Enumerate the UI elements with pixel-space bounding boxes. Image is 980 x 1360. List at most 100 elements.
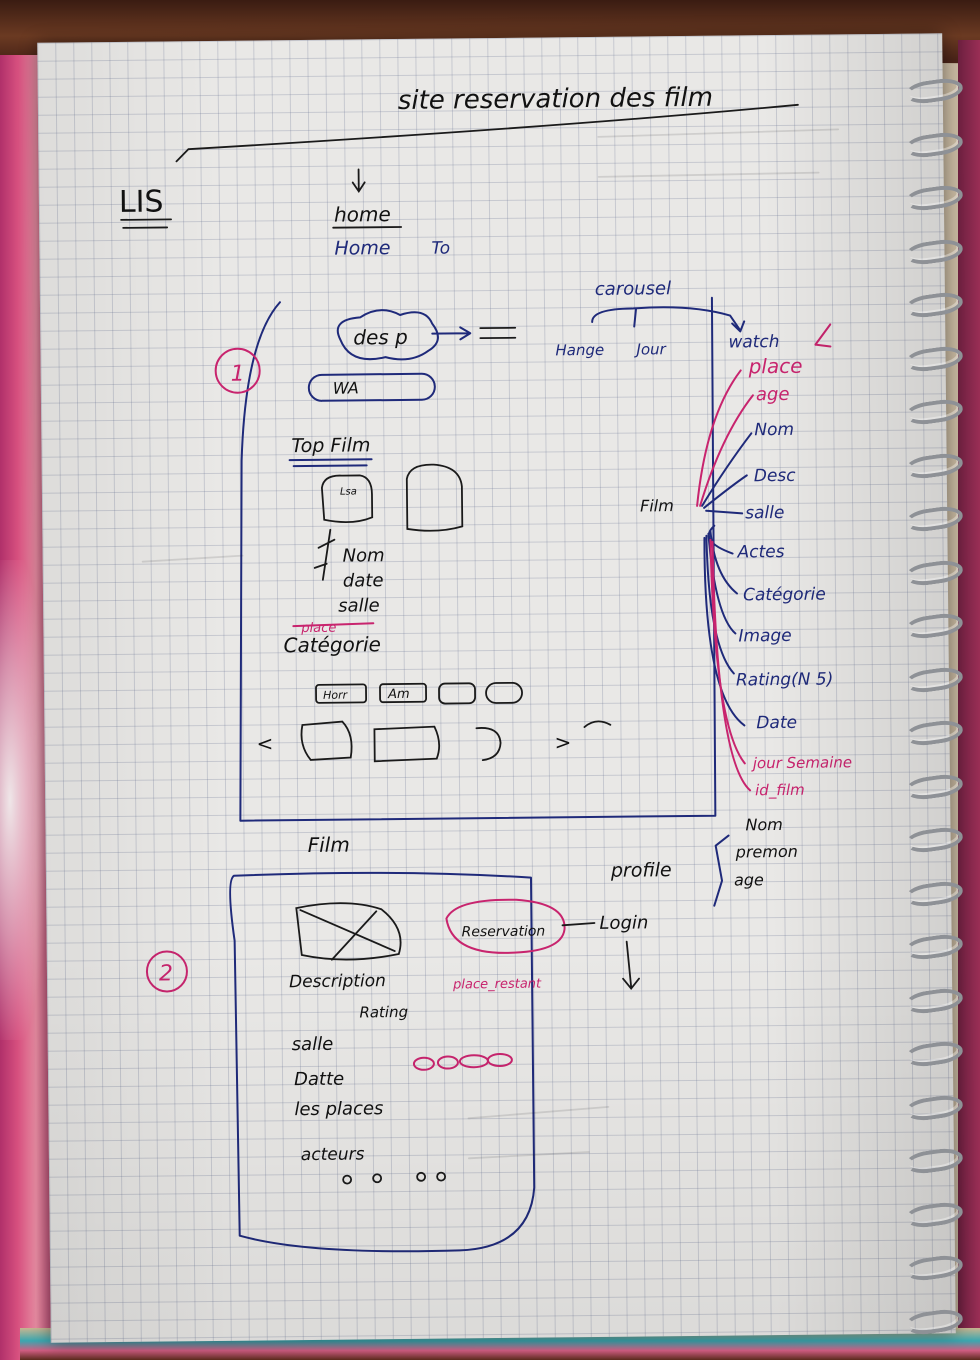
place-strike	[292, 622, 375, 628]
top-film-label: Top Film	[291, 434, 370, 457]
film-field-nom: Nom	[754, 420, 794, 440]
wa-pill	[307, 372, 436, 402]
spiral-coil	[903, 985, 965, 1016]
login-down-arrow	[622, 940, 640, 991]
seat-3[interactable]	[458, 1054, 489, 1069]
link-desc	[703, 474, 748, 509]
profile-premon: premon	[735, 842, 798, 862]
title-arrow	[175, 103, 799, 163]
pink-pointer	[814, 323, 832, 348]
notebook-cover-edge	[958, 40, 980, 1360]
page1-frame	[239, 296, 717, 822]
chip-horr-text: Horr	[323, 689, 349, 702]
slide-1	[300, 720, 353, 761]
spiral-coil	[903, 76, 965, 106]
profile-brace	[713, 834, 730, 907]
seat-2[interactable]	[436, 1055, 459, 1070]
mark	[583, 720, 612, 728]
spiral-coil	[903, 878, 965, 909]
carousel-item-3: watch	[728, 332, 779, 353]
home-sub: Home	[334, 237, 390, 260]
carousel-label: carousel	[595, 278, 671, 300]
film-field-rating: Rating(N 5)	[736, 669, 834, 690]
link-categorie	[709, 529, 739, 595]
down-arrow	[351, 168, 366, 194]
actor-2[interactable]	[372, 1173, 383, 1184]
field-date: date	[343, 570, 384, 591]
field-salle: salle	[338, 595, 380, 616]
spiral-coil	[903, 718, 965, 748]
rating-label: Rating	[359, 1003, 408, 1022]
spiral-coil	[903, 825, 965, 855]
spiral-coil	[903, 1306, 965, 1337]
cloud-text: des p	[353, 325, 408, 350]
film-field-salle: salle	[745, 503, 784, 523]
slider-next: >	[554, 730, 571, 754]
lis-underline	[120, 218, 172, 229]
page2-frame	[229, 871, 536, 1253]
to-login-arrow	[561, 922, 596, 927]
spiral-coil	[903, 504, 965, 534]
link-id	[711, 540, 752, 792]
seat-4[interactable]	[486, 1052, 513, 1067]
actor-3[interactable]	[416, 1171, 427, 1182]
film-card-1-text: Lsa	[340, 486, 357, 497]
salle-label: salle	[292, 1034, 334, 1055]
show-through	[141, 128, 840, 1160]
link-age	[699, 394, 754, 507]
spiral-coil	[903, 236, 965, 267]
spiral-coil	[903, 611, 965, 641]
film-field-image: Image	[738, 626, 791, 647]
faint-lines	[141, 128, 840, 1160]
profile-age: age	[734, 870, 764, 889]
cloud-arrow	[431, 326, 472, 341]
link-date	[703, 536, 746, 727]
reservation-button[interactable]: Reservation	[461, 924, 545, 941]
menu-lines	[479, 326, 517, 340]
home-underline	[332, 226, 403, 229]
film-field-desc: Desc	[754, 466, 797, 486]
reservation-button-outline[interactable]	[445, 898, 566, 954]
fields-bracket	[313, 528, 336, 581]
link-place	[696, 369, 742, 507]
film-card-2	[405, 463, 464, 532]
film-poster-placeholder	[295, 902, 402, 961]
sketch-canvas: site reservation des film LIS home Home …	[119, 83, 852, 1253]
spiral-coil	[903, 1199, 965, 1230]
spiral-coil	[903, 290, 965, 320]
film-card-1	[320, 474, 374, 524]
spiral-coil	[903, 129, 965, 160]
film-field-id-film: id_film	[755, 781, 805, 801]
film-field-categorie: Catégorie	[743, 585, 826, 606]
description-cloud	[336, 309, 439, 361]
chip-3	[438, 682, 476, 705]
page1-number-circle	[214, 347, 261, 394]
slider-prev: <	[256, 731, 273, 755]
actor-1[interactable]	[342, 1174, 353, 1185]
categorie-label: Catégorie	[283, 632, 381, 657]
spiral-coil	[903, 771, 965, 802]
film-field-actes: Actes	[736, 542, 784, 563]
page2-number-circle	[145, 950, 188, 993]
wa-text: WA	[333, 378, 359, 397]
film-field-place: place	[748, 354, 803, 379]
spiral-coil	[903, 183, 965, 213]
spiral-coil	[903, 450, 965, 481]
carousel-item-1: Hange	[555, 341, 604, 360]
seat-circles	[412, 1052, 513, 1071]
spiral-coil	[903, 397, 965, 427]
page1-number: 1	[231, 362, 245, 387]
carousel-item-2: Jour	[633, 340, 666, 358]
film-field-age: age	[756, 384, 790, 405]
spiral-coil	[903, 932, 965, 962]
notebook-page: site reservation des film LIS home Home …	[37, 33, 956, 1343]
slide-3	[475, 727, 502, 762]
link-nom	[701, 432, 753, 507]
place-restant: place_restant	[452, 977, 542, 993]
spiral-coil	[903, 343, 965, 374]
seat-1[interactable]	[412, 1056, 435, 1071]
spiral-binding	[903, 70, 980, 1350]
actor-4[interactable]	[436, 1171, 447, 1182]
chip-4	[485, 681, 523, 704]
chip-am	[379, 682, 428, 704]
